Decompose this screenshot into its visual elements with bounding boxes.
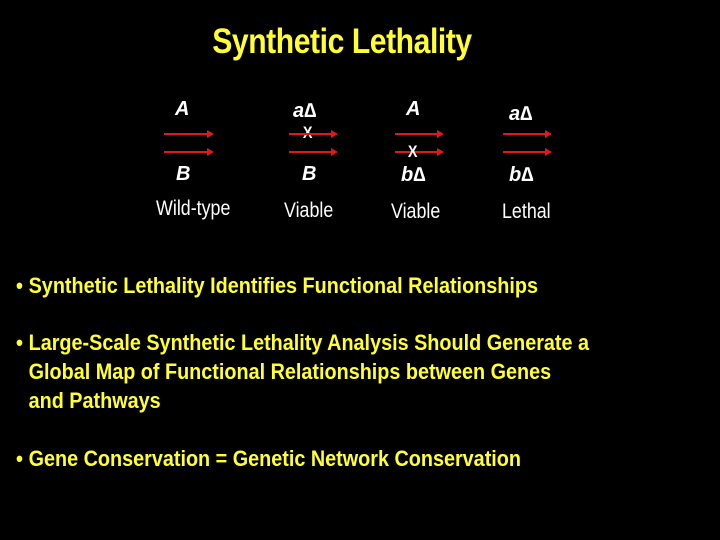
gene-label-bottom: B <box>302 163 317 185</box>
arrow-right-icon <box>289 148 338 156</box>
phenotype-caption: Lethal <box>502 200 551 223</box>
gene-label-top: a∆ <box>293 100 317 122</box>
arrow-right-icon <box>164 130 214 138</box>
arrow-right-icon <box>503 148 552 156</box>
gene-label-bottom: B <box>176 163 191 185</box>
arrow-right-icon <box>503 130 552 138</box>
slide-title: Synthetic Lethality <box>212 22 472 61</box>
x-mark-icon: X <box>407 142 418 161</box>
phenotype-caption: Viable <box>391 200 441 223</box>
bullet-text-continued: and Pathways <box>28 388 161 413</box>
arrow-right-icon <box>164 148 214 156</box>
arrow-right-icon <box>395 148 444 156</box>
phenotype-caption: Viable <box>284 199 334 222</box>
gene-label-bottom: b∆ <box>509 164 534 186</box>
bullet-item: •Synthetic Lethality Identifies Function… <box>16 271 538 300</box>
bullet-text-continued: Global Map of Functional Relationships b… <box>28 359 552 384</box>
gene-label-top: A <box>175 98 190 120</box>
gene-label-top: A <box>406 98 421 120</box>
bullet-text: Large-Scale Synthetic Lethality Analysis… <box>28 330 590 355</box>
x-mark-icon: X <box>303 124 313 141</box>
phenotype-caption: Wild-type <box>156 197 231 220</box>
bullet-marker: • <box>16 446 23 471</box>
bullet-item: •Large-Scale Synthetic Lethality Analysi… <box>16 328 589 415</box>
arrow-right-icon <box>289 130 338 138</box>
gene-label-bottom: b∆ <box>401 164 426 186</box>
bullet-marker: • <box>16 330 23 355</box>
bullet-item: •Gene Conservation = Genetic Network Con… <box>16 444 521 473</box>
bullet-text: Synthetic Lethality Identifies Functiona… <box>28 273 538 298</box>
bullet-text: Gene Conservation = Genetic Network Cons… <box>28 446 521 471</box>
arrow-right-icon <box>395 130 444 138</box>
bullet-marker: • <box>16 273 23 298</box>
gene-label-top: a∆ <box>509 103 533 125</box>
